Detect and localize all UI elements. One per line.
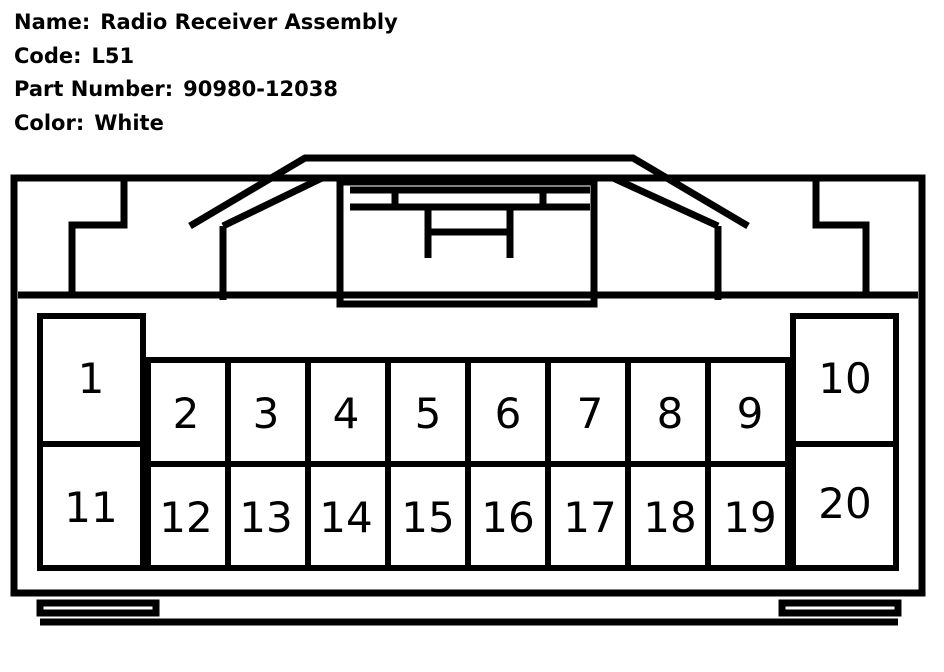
pin-label-2: 2 [173,389,200,438]
pin-label-12: 12 [159,493,212,542]
pin-cavity-19 [705,461,791,571]
pin-label-19: 19 [723,493,776,542]
latch-window [336,178,598,308]
name-value: Radio Receiver Assembly [100,10,398,34]
name-row: Name: Radio Receiver Assembly [14,6,398,40]
pin-label-10: 10 [818,354,871,403]
color-value: White [94,110,164,135]
pin-label-17: 17 [563,493,616,542]
pin-label-9: 9 [737,389,764,438]
pin-label-14: 14 [319,493,372,542]
part-number-value: 90980-12038 [183,77,338,101]
pin-label-1: 1 [78,354,105,403]
bottom-rail-right [778,599,902,617]
pin-label-4: 4 [333,389,360,438]
code-label: Code: [14,43,82,68]
part-number-row: Part Number: 90980-12038 [14,73,398,107]
pin-label-20: 20 [818,479,871,528]
pin-cavity-11 [37,441,146,571]
color-row: Color: White [14,107,398,141]
pin-label-16: 16 [481,493,534,542]
pin-label-13: 13 [239,493,292,542]
pin-label-8: 8 [657,389,684,438]
code-row: Code: L51 [14,40,398,74]
latch-inner-outline [221,174,720,230]
connector-info: Name: Radio Receiver Assembly Code: L51 Pa… [14,6,398,140]
pin-label-3: 3 [253,389,280,438]
bottom-rail-left [36,599,160,617]
code-value: L51 [91,43,135,68]
pin-label-11: 11 [64,483,117,532]
pin-label-7: 7 [577,389,604,438]
latch-outline [188,154,750,230]
color-label: Color: [14,110,85,135]
name-label: Name: [14,10,91,34]
right-shoulder [812,178,918,299]
pin-label-5: 5 [415,389,442,438]
pin-label-15: 15 [401,493,454,542]
pin-cavity-20 [790,441,899,571]
left-shoulder [18,178,128,299]
pin-label-18: 18 [643,493,696,542]
part-number-label: Part Number: [14,77,174,101]
pin-label-6: 6 [495,389,522,438]
